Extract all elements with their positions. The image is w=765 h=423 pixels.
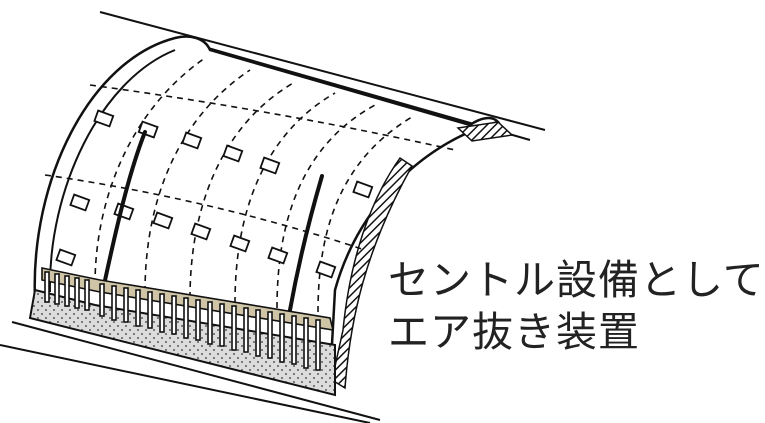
caption-line-2: エア抜き装置 <box>388 308 640 356</box>
air-vent-windows <box>55 109 374 279</box>
panel-joints-horizontal <box>44 84 456 251</box>
panel-joints-curved <box>94 57 413 313</box>
handrail-posts <box>44 271 321 371</box>
caption-line-1: セントル設備として <box>388 256 765 304</box>
end-hatch-band <box>331 156 413 390</box>
air-vent-hoses <box>102 130 324 312</box>
tunnel-bottom-lines <box>0 321 381 423</box>
lining-inner-edge <box>48 49 176 293</box>
top-end-hatch-cap <box>456 121 514 142</box>
